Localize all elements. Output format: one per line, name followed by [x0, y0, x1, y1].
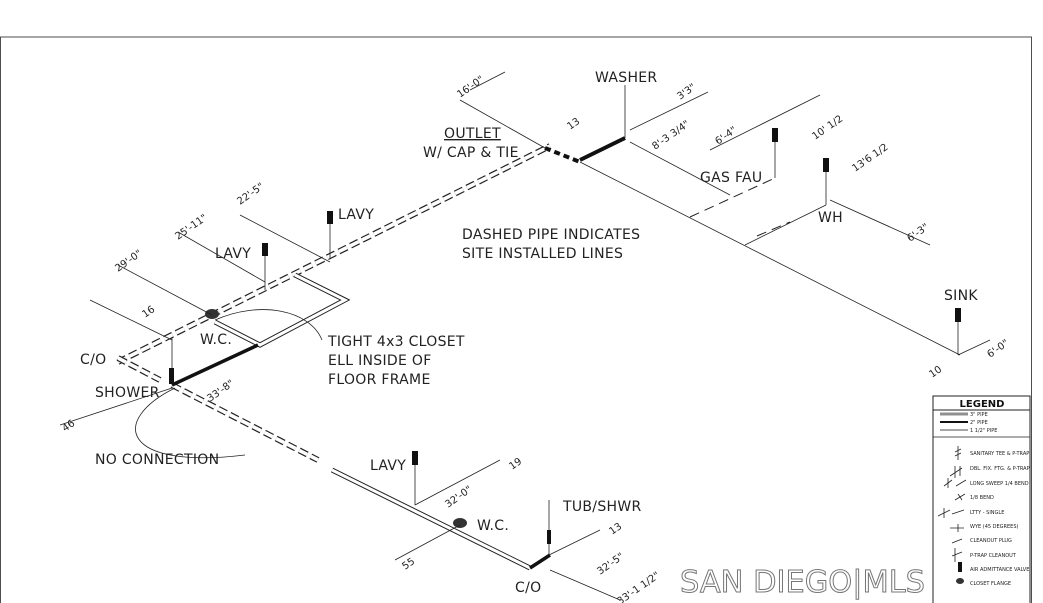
label-sink: SINK: [944, 288, 978, 304]
label-co-left: C/O: [80, 352, 106, 368]
drawing-frame: [0, 36, 1032, 603]
cleanout-plug-icon: [951, 538, 963, 544]
watermark-logo: SAN DIEGO|MLS: [680, 565, 925, 600]
long-sweep-bend-icon: [943, 478, 967, 488]
label-lavy-left: LAVY: [215, 246, 251, 262]
dimension-label: 3'3": [675, 82, 698, 103]
dimension-label: 6'-4": [713, 125, 739, 148]
label-outlet: OUTLET: [444, 126, 501, 142]
dimension-label: 6'-3": [905, 222, 931, 245]
closet-flange-icon: [453, 518, 467, 528]
dimension-label: 32'-5": [595, 551, 626, 577]
legend: LEGEND 3" PIPE 2" PIPE 1 1/2" PIPE SANIT…: [932, 395, 1031, 603]
dimension-label: 25'-11": [173, 213, 209, 243]
dimension-label: 32'-0": [443, 484, 474, 510]
legend-item: CLOSET FLANGE: [970, 581, 1011, 587]
note-closet-line-1: TIGHT 4x3 CLOSET: [327, 334, 465, 350]
p-trap-cleanout-icon: [951, 548, 963, 562]
legend-title: LEGEND: [960, 399, 1005, 410]
closet-flange-icon: [956, 578, 964, 584]
legend-pipe-1-5in: 1 1/2" PIPE: [970, 428, 997, 434]
label-outlet-sub: W/ CAP & TIE: [423, 145, 519, 161]
label-washer: WASHER: [595, 70, 657, 86]
sanitary-tee-icon: [954, 446, 962, 460]
dimension-label: 13'6 1/2: [850, 142, 890, 175]
note-closet-line-3: FLOOR FRAME: [328, 372, 431, 388]
label-tub-shwr: TUB/SHWR: [562, 499, 642, 515]
legend-item: AIR ADMITTANCE VALVE: [970, 567, 1029, 573]
washer-branch: [579, 136, 626, 162]
label-gas-fau: GAS FAU: [700, 170, 762, 186]
air-admittance-valve-icon: [823, 158, 829, 172]
wye-icon: [950, 524, 964, 532]
label-lavy-bottom: LAVY: [370, 458, 406, 474]
no-connection-leader: [135, 387, 246, 459]
dimension-label: 13: [565, 116, 582, 132]
main-site-pipe: [116, 143, 552, 463]
dimension-label: 33'-8": [205, 378, 236, 404]
dimension-lines: [59, 71, 991, 601]
dimension-label: 46: [60, 418, 77, 434]
legend-pipe-3in: 3" PIPE: [970, 412, 988, 418]
note-dashed-line-2: SITE INSTALLED LINES: [462, 246, 623, 262]
lower-branch-pipe: [330, 467, 532, 571]
air-admittance-valve-icon: [955, 308, 961, 322]
legend-item: SANITARY TEE & P-TRAP: [970, 451, 1029, 457]
legend-item: 1/8 BEND: [970, 495, 994, 501]
label-wc-top: W.C.: [200, 332, 232, 348]
closet-flange-icon: [205, 309, 219, 319]
shower-2in-pipe: [171, 343, 259, 387]
dimension-label: 16'-0": [455, 74, 486, 100]
air-admittance-valve-icon: [958, 562, 962, 572]
legend-item: LTTY - SINGLE: [970, 510, 1004, 516]
air-admittance-valve-icon: [772, 128, 778, 142]
air-admittance-valve-icon: [327, 211, 333, 224]
dimension-label: 16: [140, 304, 157, 320]
label-wc-bottom: W.C.: [477, 518, 509, 534]
note-closet-line-2: ELL INSIDE OF: [328, 353, 432, 369]
outlet-pipe: [544, 146, 581, 164]
dimension-label: 55: [400, 556, 417, 572]
legend-item: LONG SWEEP 1/4 BEND: [970, 481, 1029, 487]
ltty-single-icon: [937, 508, 965, 518]
dimension-label: 10: [927, 364, 944, 380]
label-co-bottom: C/O: [515, 580, 541, 596]
dimension-label: 6'-0": [985, 338, 1011, 361]
label-no-connection: NO CONNECTION: [95, 452, 219, 468]
label-wh: WH: [818, 210, 843, 226]
legend-pipe-2in: 2" PIPE: [970, 420, 988, 426]
dimension-label: 33'-1 1/2": [615, 570, 662, 603]
legend-item: P-TRAP CLEANOUT: [970, 553, 1017, 559]
note-dashed-line-1: DASHED PIPE INDICATES: [462, 227, 640, 243]
air-admittance-valve-icon: [412, 451, 418, 465]
dimension-label: 19: [507, 456, 524, 472]
dimension-label: 22'-5": [235, 181, 266, 207]
legend-item: DBL. FIX. FTG. & P-TRAP: [970, 466, 1030, 472]
main-pipe-1-5: [579, 161, 961, 356]
label-shower: SHOWER: [95, 385, 160, 401]
air-admittance-valve-icon: [262, 243, 268, 256]
wh-line: [744, 204, 827, 246]
label-lavy-top: LAVY: [338, 207, 374, 223]
legend-item: WYE (45 DEGREES): [970, 524, 1018, 530]
dimension-label: 13: [607, 521, 624, 537]
double-fixture-fitting-icon: [949, 466, 963, 478]
closet-note-leader: [214, 309, 323, 341]
dimension-label: 8'-3 3/4": [650, 119, 692, 153]
dimension-label: 10' 1/2: [810, 114, 845, 143]
eighth-bend-icon: [954, 493, 966, 501]
legend-item: CLEANOUT PLUG: [970, 538, 1012, 544]
closet-loop-pipe: [213, 272, 351, 348]
